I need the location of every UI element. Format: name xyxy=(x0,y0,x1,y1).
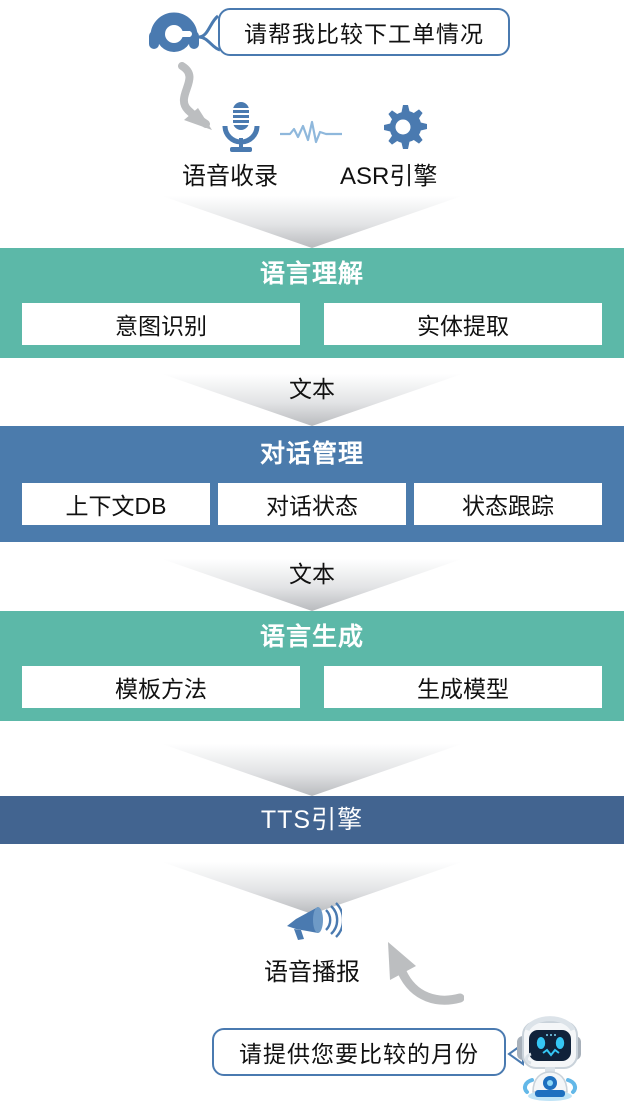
dm-box-state-tracking[interactable]: 状态跟踪 xyxy=(414,483,602,525)
gear-icon xyxy=(378,102,428,152)
megaphone-icon xyxy=(284,902,345,946)
flow-arrow-5 xyxy=(162,862,462,914)
headset-icon xyxy=(142,4,230,60)
capture-label: 语音收录 xyxy=(182,163,278,190)
stage-nlu: 语言理解 意图识别 实体提取 xyxy=(0,248,624,358)
asr-label: ASR引擎 xyxy=(340,163,438,190)
robot-icon xyxy=(505,1014,597,1102)
stage-nlg-title: 语言生成 xyxy=(259,623,364,651)
capture-asr-row: 语音收录 ASR引擎 xyxy=(0,98,624,196)
nlg-box-template[interactable]: 模板方法 xyxy=(22,666,300,708)
nlg-box-model[interactable]: 生成模型 xyxy=(324,666,602,708)
flow-arrow-3: 文本 xyxy=(162,559,462,611)
bot-speech-bubble: 请提供您要比较的月份 xyxy=(212,1028,506,1076)
stage-tts: TTS引擎 xyxy=(0,796,624,844)
stage-dm-title: 对话管理 xyxy=(259,440,364,468)
dm-box-dialog-state[interactable]: 对话状态 xyxy=(218,483,406,525)
bot-speech-text: 请提供您要比较的月份 xyxy=(239,1041,479,1067)
curved-arrow-up-icon xyxy=(368,928,465,1014)
flow-arrow-4 xyxy=(162,744,462,796)
user-utterance-row: 请帮我比较下工单情况 xyxy=(0,0,624,64)
nlu-box-entity[interactable]: 实体提取 xyxy=(324,303,602,345)
stage-nlg: 语言生成 模板方法 生成模型 xyxy=(0,611,624,721)
flow-arrow-1 xyxy=(162,196,462,248)
curved-arrow-down-icon xyxy=(152,62,242,146)
flow-arrow-2-label: 文本 xyxy=(289,376,335,402)
flow-arrow-3-label: 文本 xyxy=(289,561,335,587)
microphone-icon xyxy=(218,100,264,154)
broadcast-label: 语音播报 xyxy=(264,959,360,986)
stage-tts-title: TTS引擎 xyxy=(260,805,364,834)
stage-dm: 对话管理 上下文DB 对话状态 状态跟踪 xyxy=(0,426,624,542)
stage-nlu-title: 语言理解 xyxy=(259,260,364,288)
flow-arrow-2: 文本 xyxy=(162,374,462,426)
nlu-box-intent[interactable]: 意图识别 xyxy=(22,303,300,345)
dm-box-context-db[interactable]: 上下文DB xyxy=(22,483,210,525)
user-speech-bubble: 请帮我比较下工单情况 xyxy=(218,8,510,56)
waveform-icon xyxy=(278,120,344,146)
user-speech-text: 请帮我比较下工单情况 xyxy=(244,21,484,47)
